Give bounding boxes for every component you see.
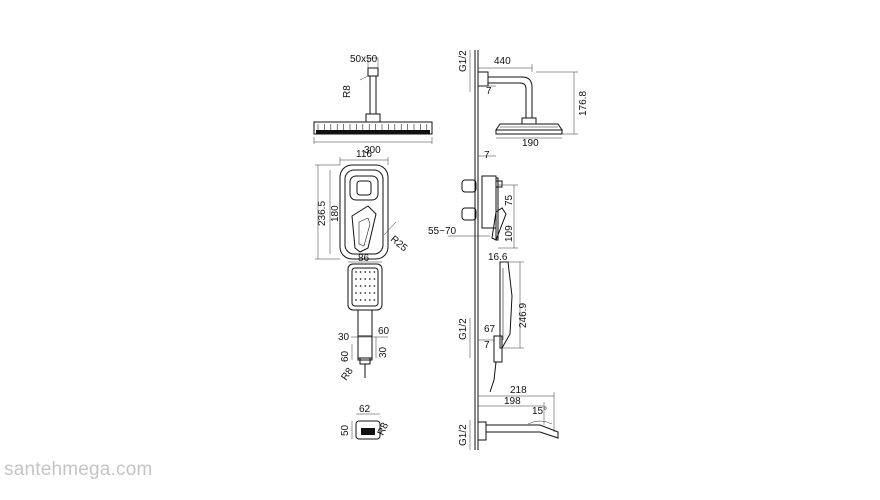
spout-width-label: 62 — [359, 404, 371, 415]
spray-hole — [355, 271, 357, 273]
hand-holder-depth-label: 30 — [378, 346, 389, 358]
spout-height-label: 50 — [340, 424, 351, 436]
spray-hole — [368, 278, 371, 280]
spout-length-inner-label: 198 — [504, 396, 521, 407]
hand-base-height-label: 60 — [340, 350, 351, 362]
head-width-label: 300 — [364, 145, 381, 156]
spray-hole — [355, 299, 357, 301]
hand-width-label: 86 — [358, 253, 370, 264]
spray-hole — [359, 278, 362, 280]
valve-depth-label: 55~70 — [428, 226, 457, 237]
valve-height-label: 75 — [504, 194, 515, 206]
spray-hole — [364, 292, 367, 294]
spray-hole — [364, 285, 367, 287]
hand-shower-front-view: 86 30 60 30 60 R8 — [338, 253, 390, 383]
thread-top-label: G1/2 — [458, 50, 469, 72]
arm-offset-label: 7 — [486, 86, 492, 97]
panel-height-outer-label: 236.5 — [317, 201, 328, 226]
thread-bottom-label: G1/2 — [458, 424, 469, 446]
spout-radius-label: R8 — [376, 421, 392, 438]
hand-neck-label: 30 — [338, 332, 350, 343]
spray-hole — [373, 271, 376, 273]
watermark: santehmega.com — [4, 459, 153, 480]
spray-hole — [373, 278, 376, 280]
panel-radius-label: R25 — [388, 234, 409, 255]
spray-hole — [364, 299, 367, 301]
spray-hole — [355, 292, 357, 294]
thread-mid-label: G1/2 — [458, 318, 469, 340]
arm-length-label: 440 — [494, 56, 511, 67]
handset-depth-label: 16.6 — [488, 252, 508, 263]
spray-hole — [359, 271, 362, 273]
holder-offset-label: 67 — [484, 324, 496, 335]
tub-spout-front-view: 62 50 R8 — [340, 404, 392, 440]
mixer-panel-front-view: 116 236.5 180 R25 — [315, 149, 410, 260]
spout-length-outer-label: 218 — [510, 385, 527, 396]
spray-hole — [364, 278, 367, 280]
spray-hole — [355, 285, 357, 287]
arm-height-label: 176.8 — [578, 91, 589, 116]
head-mount-radius-label: R8 — [342, 85, 353, 98]
spray-hole — [373, 299, 376, 301]
spray-hole — [368, 299, 371, 301]
handset-length-label: 246.9 — [518, 303, 529, 328]
shower-system-side-view: G1/2 440 7 176.8 190 7 75 55~70 109 16.6… — [428, 50, 589, 450]
valve-offset-label: 7 — [484, 150, 490, 161]
spray-hole — [373, 285, 376, 287]
spray-hole — [359, 285, 362, 287]
head-diameter-label: 190 — [522, 138, 539, 149]
spray-hole — [368, 271, 371, 273]
shower-head-front-view: 50x50 R8 300 — [313, 54, 433, 156]
head-mount-size-label: 50x50 — [350, 54, 378, 65]
lever-height-label: 109 — [504, 225, 515, 242]
spray-hole — [359, 299, 362, 301]
spray-hole — [368, 292, 371, 294]
hand-holder-label: 60 — [378, 326, 390, 337]
spray-hole — [355, 278, 357, 280]
spray-hole — [368, 285, 371, 287]
spray-hole — [373, 292, 376, 294]
panel-height-inner-label: 180 — [330, 205, 341, 222]
holder-gap-label: 7 — [484, 340, 490, 351]
panel-width-label: 116 — [356, 149, 372, 160]
spray-hole — [359, 292, 362, 294]
hand-base-radius-label: R8 — [339, 366, 356, 383]
spray-hole — [364, 271, 367, 273]
spout-angle-label: 15° — [532, 406, 547, 417]
